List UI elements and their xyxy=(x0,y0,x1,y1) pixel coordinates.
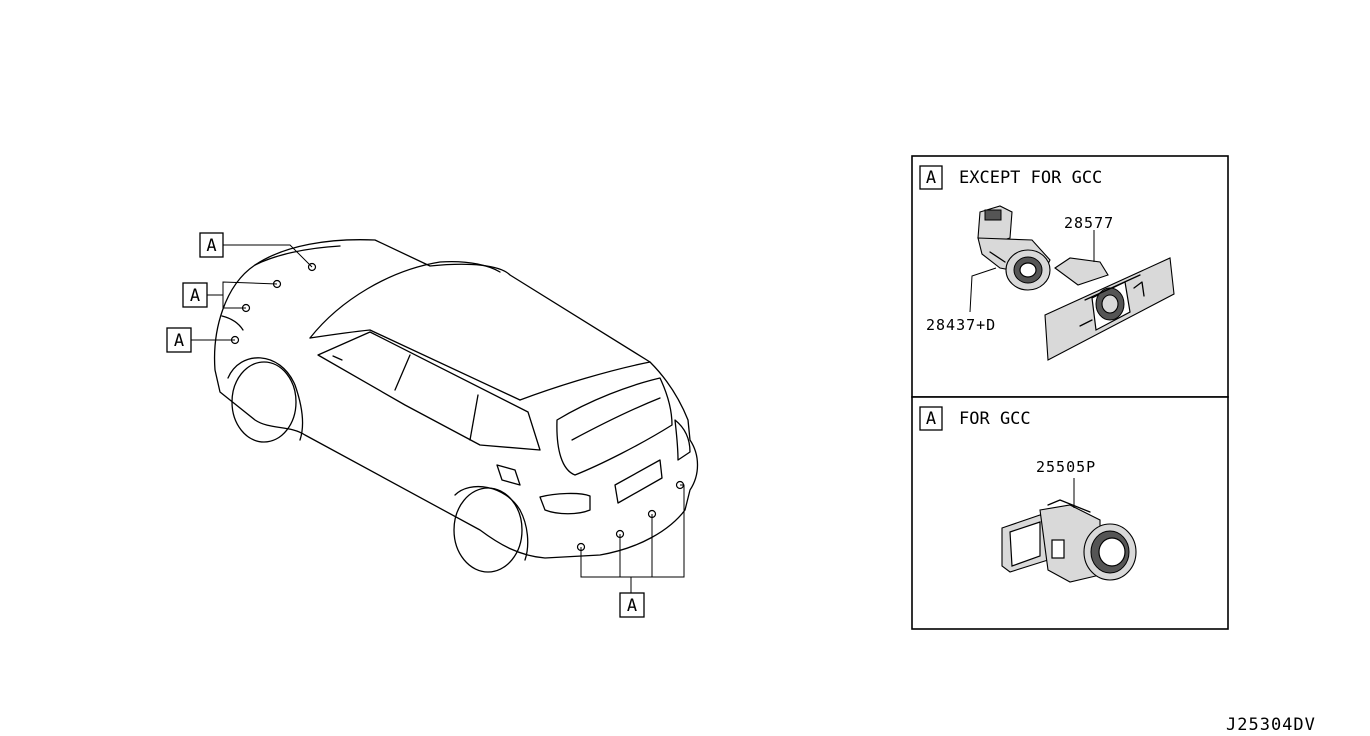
callout-letter: A xyxy=(627,596,637,616)
sensor-markers xyxy=(230,262,685,552)
part-number-25505p: 25505P xyxy=(1036,458,1096,476)
bracket-28577-drawing xyxy=(1044,257,1175,361)
diagram-code: J25304DV xyxy=(1226,715,1316,735)
panel-letter: A xyxy=(926,168,936,188)
callout-a-front-upper: A xyxy=(199,232,224,258)
sensor-25505p-drawing xyxy=(1001,499,1137,583)
panel-letter: A xyxy=(926,409,936,429)
sensor-28437-d-drawing xyxy=(977,205,1051,291)
part-number-28577: 28577 xyxy=(1064,214,1114,232)
panel-letter-box xyxy=(919,406,943,431)
panel-except-gcc: A EXCEPT FOR GCC 28437+D 28577 xyxy=(911,155,1229,398)
callout-letter: A xyxy=(206,236,216,256)
leader-lines xyxy=(191,244,685,593)
panel-letter-box xyxy=(919,165,943,190)
vehicle-illustration xyxy=(213,239,699,573)
callout-letter: A xyxy=(174,331,184,351)
callout-a-front-low: A xyxy=(166,327,192,353)
panel-title: FOR GCC xyxy=(959,409,1031,429)
panel-for-gcc: A FOR GCC 25505P xyxy=(911,396,1229,630)
callout-a-front-mid: A xyxy=(182,282,208,308)
part-number-28437-d: 28437+D xyxy=(926,316,996,334)
panel-title: EXCEPT FOR GCC xyxy=(959,168,1102,188)
callout-letter: A xyxy=(190,286,200,306)
callout-a-rear: A xyxy=(619,592,645,618)
